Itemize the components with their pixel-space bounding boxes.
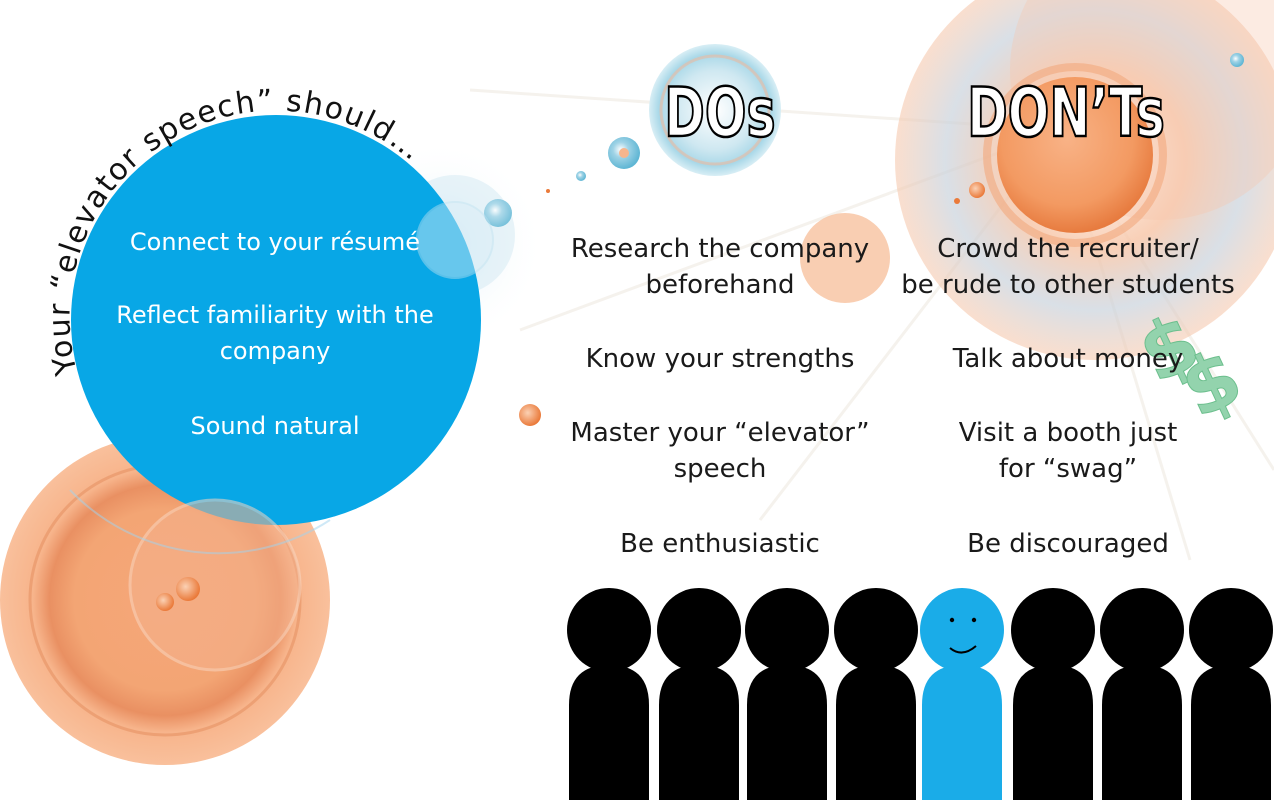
donts-item: Be discouraged	[967, 529, 1169, 559]
small-orange-ball	[519, 404, 541, 426]
should-item: Connect to your résumé	[129, 228, 421, 256]
donts-bubble	[997, 77, 1153, 233]
person-icon	[745, 588, 829, 800]
dos-item: Know your strengths	[585, 344, 855, 374]
person-icon	[567, 588, 651, 800]
should-item: Reflect familiarity with the company	[116, 301, 434, 365]
donts-item: Visit a booth just for “swag”	[958, 418, 1178, 484]
main-blue-circle	[71, 115, 481, 525]
dos-item: Research the company beforehand	[570, 234, 870, 300]
dos-bubble	[649, 44, 781, 176]
donts-item: Talk about money	[952, 344, 1184, 374]
orange-circle	[800, 213, 890, 303]
should-item: Sound natural	[190, 412, 360, 440]
dos-heading: DOs	[664, 73, 775, 152]
person-icon	[1100, 588, 1184, 800]
person-smiling-icon	[920, 588, 1004, 800]
dos-item: Be enthusiastic	[620, 529, 820, 559]
donts-heading: DON’Ts	[967, 73, 1165, 152]
dos-item: Master your “elevator” speech	[570, 418, 870, 484]
person-icon	[657, 588, 741, 800]
person-icon	[1011, 588, 1095, 800]
person-icon	[1189, 588, 1273, 800]
person-icon	[834, 588, 918, 800]
people-row	[567, 588, 1273, 800]
donts-item: Crowd the recruiter/ be rude to other st…	[901, 234, 1235, 300]
